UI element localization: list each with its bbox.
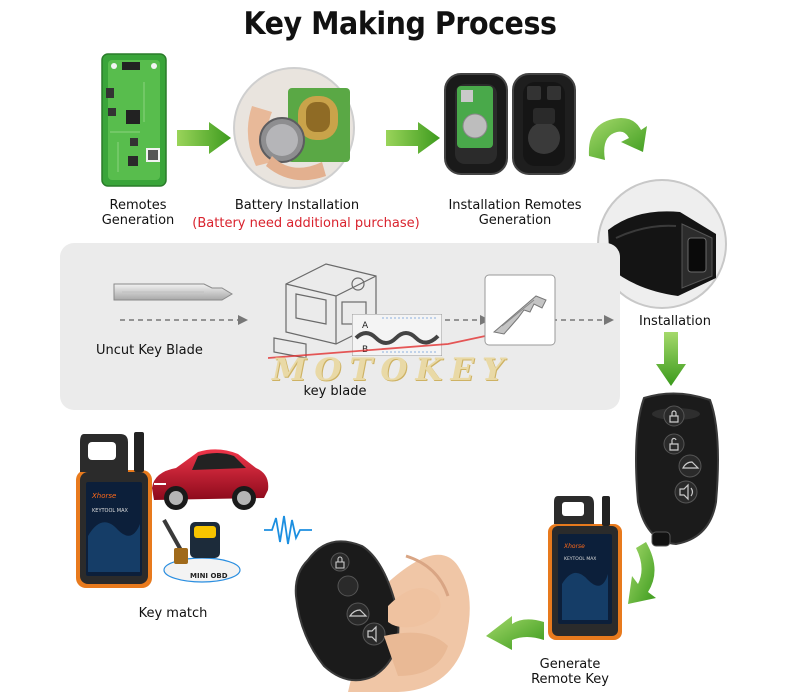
battery-installation-image bbox=[232, 66, 356, 190]
installation-image bbox=[596, 178, 728, 310]
caption-installation-remotes-generation: Installation Remotes Generation bbox=[448, 198, 582, 228]
signal-wave bbox=[262, 510, 314, 550]
watermark-logo: MOTOKEY bbox=[272, 352, 513, 388]
blade-label-a: A bbox=[362, 321, 369, 331]
caption-uncut-key-blade: Uncut Key Blade bbox=[96, 343, 203, 358]
caption-battery-installation: Battery Installation bbox=[234, 198, 360, 213]
red-car-image bbox=[146, 444, 272, 514]
caption-key-match: Key match bbox=[138, 606, 208, 621]
caption-battery-note: (Battery need additional purchase) bbox=[192, 216, 420, 231]
smart-remote-key-image bbox=[630, 392, 722, 548]
green-arrow-right-1 bbox=[175, 120, 233, 156]
device-brand-small: Xhorse bbox=[563, 543, 585, 550]
remote-shell-open-image bbox=[443, 72, 577, 176]
caption-installation: Installation bbox=[638, 314, 711, 329]
caption-remotes-generation: Remotes Generation bbox=[101, 198, 175, 228]
green-arrow-left bbox=[484, 614, 546, 652]
green-arrow-right-2 bbox=[384, 120, 442, 156]
pcb-board-image bbox=[100, 52, 168, 188]
device-model-small: KEYTOOL MAX bbox=[564, 556, 596, 562]
cut-key-blade-image bbox=[484, 274, 556, 346]
device-brand-large: Xhorse bbox=[91, 492, 116, 500]
device-model-large: KEYTOOL MAX bbox=[92, 508, 129, 514]
green-curved-arrow bbox=[583, 108, 649, 174]
blade-cut-diagram: A B bbox=[352, 314, 442, 356]
keytool-max-device-small: Xhorse KEYTOOL MAX bbox=[544, 494, 626, 644]
caption-key-blade: key blade bbox=[303, 384, 367, 399]
green-arrow-down bbox=[654, 330, 688, 388]
keytool-max-device-large: Xhorse KEYTOOL MAX bbox=[74, 432, 154, 590]
caption-generate-remote-key: Generate Remote Key bbox=[531, 657, 609, 687]
adapter-label: MINI OBD bbox=[190, 572, 228, 580]
page-title: Key Making Process bbox=[243, 6, 557, 42]
hand-holding-remote-image bbox=[288, 526, 484, 692]
mini-obd-adapter-image: MINI OBD bbox=[160, 516, 242, 586]
uncut-key-blade-image bbox=[112, 280, 234, 304]
green-curved-arrow-down bbox=[612, 540, 672, 610]
